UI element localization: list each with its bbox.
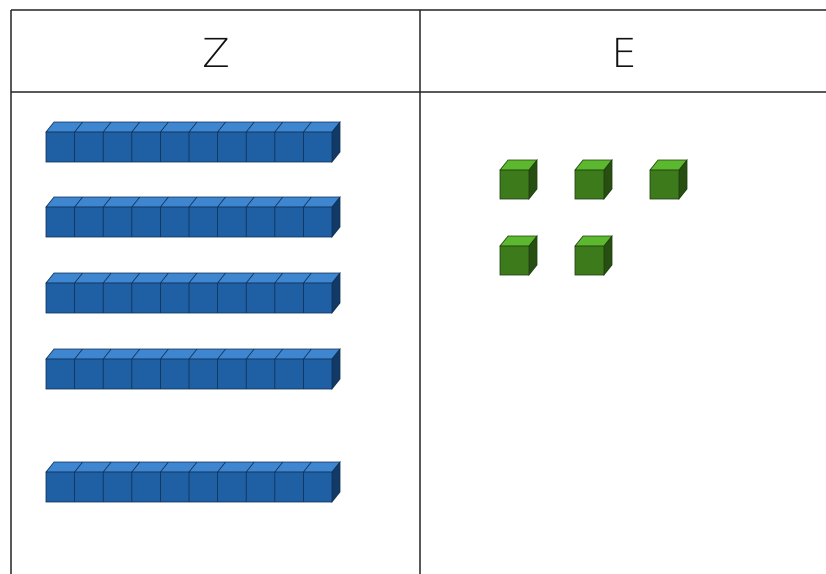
tens-rods bbox=[46, 122, 340, 502]
unit-cube bbox=[500, 236, 537, 275]
ten-rod bbox=[46, 349, 340, 389]
unit-cube bbox=[575, 236, 612, 275]
ten-rod bbox=[46, 122, 340, 162]
ten-rod bbox=[46, 462, 340, 502]
ten-rod bbox=[46, 197, 340, 237]
ten-rod bbox=[46, 273, 340, 313]
unit-cube bbox=[650, 160, 687, 199]
unit-cube bbox=[500, 160, 537, 199]
unit-cube bbox=[575, 160, 612, 199]
header-tens: Z bbox=[202, 31, 229, 77]
header-ones: E bbox=[611, 31, 636, 77]
ones-cubes bbox=[500, 160, 687, 275]
